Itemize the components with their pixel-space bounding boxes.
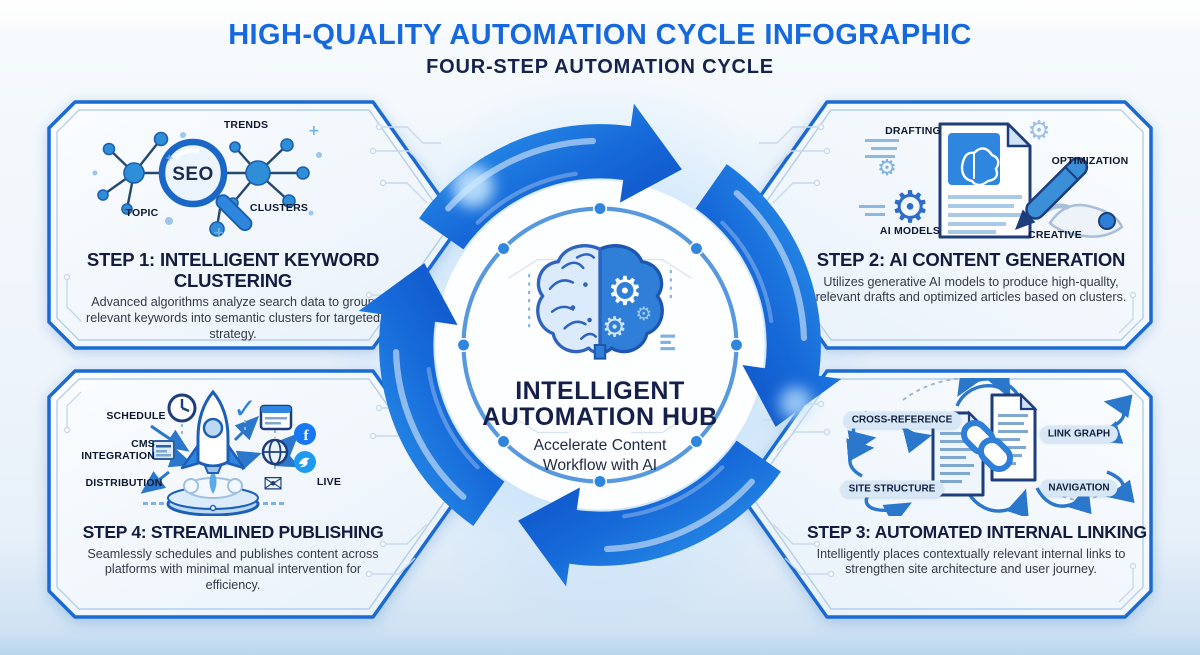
circuit-dots [570,282,592,323]
code-lines [859,139,899,216]
gear-icon: ⚙ [890,182,929,233]
gear-icon: ⚙ [877,156,897,181]
step-4-description: Seamlessly schedules and publishes conte… [87,546,379,592]
robot-hand-icon [1040,203,1124,238]
document-icon [938,122,1032,239]
step-3-description: Intelligently places contextually releva… [816,546,1126,577]
step-3-content: CROSS-REFERENCE SITE STRUCTURE LINK GRAP… [807,378,1147,608]
brain-stem [593,343,607,360]
svg-text:+: + [165,153,173,164]
brain-left-half [536,244,602,354]
step-2-content: ⚙ ⚙ ⚙ [807,109,1135,339]
live-label: LIVE [316,476,342,488]
cycle-arrow [695,164,842,427]
twitter-icon [294,451,316,473]
ai-models-label: AI MODELS [879,225,941,237]
ai-content-writing-icon: ⚙ ⚙ ⚙ [859,116,1124,239]
step-3-panel: CROSS-REFERENCE SITE STRUCTURE LINK GRAP… [735,368,1155,620]
globe-icon [261,438,289,466]
cycle-arrow [358,263,505,526]
schedule-label: SCHEDULE [106,410,166,422]
cycle-arrow [518,440,781,587]
pen-icon [1014,156,1089,231]
svg-text:+: + [213,225,225,241]
step-2-art: ⚙ ⚙ ⚙ [807,109,1135,247]
step-4-panel: ✓ [45,368,465,620]
step-1-content: SEO + + + TRENDS TOPIC CLUSTERS STEP 1: IN… [65,109,401,341]
site-structure-badge: SITE STRUCTURE [840,480,944,498]
page-title: HIGH-QUALITY AUTOMATION CYCLE INFOGRAPHI… [228,19,972,51]
automation-cycle: ⚙ ⚙ ⚙ INTELLIGENT AUTOMATION HUB Acceler… [350,95,850,595]
accent-dots [92,132,322,225]
step-2-description: Utilizes generative AI models to produce… [815,274,1127,305]
clock-icon [167,393,197,423]
magnifier-icon: SEO [158,138,253,232]
optimization-label: OPTIMIZATION [1051,155,1129,167]
brain-right-half [598,244,664,354]
step-1-description: Advanced algorithms analyze search data … [86,295,380,341]
clusters-label: CLUSTERS [249,202,309,214]
hub-title-line2: AUTOMATION HUB [482,403,718,431]
creative-label: CREATIVE [1028,229,1082,241]
hub-tagline-line2: Workflow with AI [543,457,657,474]
step-4-art: ✓ [65,378,401,516]
circuit-pattern [759,123,1137,334]
cross-reference-badge: CROSS-REFERENCE [843,411,961,429]
browser-icon [259,404,293,431]
text-lines [948,195,1022,234]
sparkles: + + + [165,123,320,241]
ai-brain-with-gears-icon: ⚙ ⚙ ⚙ [528,244,675,360]
seo-keyword-network-icon: SEO + + + [92,123,322,241]
inner-ring [456,201,744,489]
step-4-content: ✓ [65,378,401,608]
glow-spot [779,386,813,420]
gear-icon: ⚙ [607,268,642,314]
step-1-art: SEO + + + TRENDS TOPIC CLUSTERS [65,109,401,247]
gear-icon: ⚙ [1027,116,1050,146]
step-3-art: CROSS-REFERENCE SITE STRUCTURE LINK GRAP… [807,378,1135,516]
gear-icon: ⚙ [635,304,652,325]
flame [209,470,217,494]
step-2-title: STEP 2: AI CONTENT GENERATION [816,249,1126,270]
hub-title-line1: INTELLIGENT [515,377,685,405]
step-3-title: STEP 3: AUTOMATED INTERNAL LINKING [807,522,1147,542]
hub-tagline-line1: Accelerate Content [534,437,667,454]
pad-dashes [143,502,284,505]
cms-panel-icon [152,440,175,460]
step-2-panel: ⚙ ⚙ ⚙ [735,99,1155,351]
page-subtitle: FOUR-STEP AUTOMATION CYCLE [426,55,774,78]
envelope-icon: ✉ [263,470,283,498]
cycle-arrows [358,103,842,587]
cms-integration-label: CMS INTEGRATION [81,437,155,462]
check-icon: ✓ [233,392,256,425]
topic-label: TOPIC [125,207,159,219]
facebook-icon: f [294,423,316,445]
header: HIGH-QUALITY AUTOMATION CYCLE INFOGRAPHI… [0,19,1200,79]
gear-icon: ⚙ [602,311,627,344]
dashed-guides [181,420,276,472]
seo-label: SEO [172,164,214,185]
rocket-launch-publishing-icon: ✓ [140,389,316,516]
navigation-badge: NAVIGATION [1040,479,1118,497]
rocket-icon [166,389,260,516]
svg-text:+: + [308,123,320,139]
trends-label: TRENDS [223,119,269,131]
step-4-title: STEP 4: STREAMLINED PUBLISHING [82,522,384,542]
glow-spot [452,165,494,208]
svg-text:f: f [304,428,310,444]
drafting-label: DRAFTING [885,125,941,137]
link-graph-badge: LINK GRAPH [1039,425,1119,443]
distribution-label: DISTRIBUTION [85,477,163,489]
step-1-title: STEP 1: INTELLIGENT KEYWORD CLUSTERING [86,249,380,291]
